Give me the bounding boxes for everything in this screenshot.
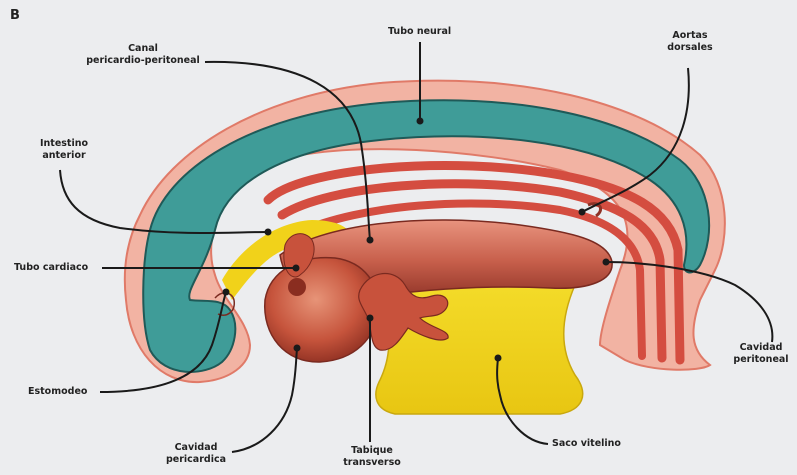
- heart-tube-shape: [265, 258, 378, 362]
- label-aortas-dorsales: Aortas dorsales: [656, 30, 724, 54]
- label-tabique-line1: Tabique: [336, 445, 408, 457]
- label-saco-vitelino-text: Saco vitelino: [552, 438, 621, 450]
- label-tabique-transverso: Tabique transverso: [336, 445, 408, 469]
- label-tubo-neural: Tubo neural: [388, 26, 451, 38]
- label-cav-pericard-line2: pericardica: [160, 454, 232, 466]
- label-aortas-line2: dorsales: [656, 42, 724, 54]
- label-cavidad-pericardica: Cavidad pericardica: [160, 442, 232, 466]
- label-tubo-cardiaco-text: Tubo cardiaco: [14, 262, 88, 274]
- panel-letter: B: [10, 8, 20, 23]
- label-canal-pericardio-peritoneal: Canal pericardio-peritoneal: [78, 43, 208, 67]
- heart-lumen: [288, 278, 306, 296]
- label-canal-line2: pericardio-peritoneal: [78, 55, 208, 67]
- label-intestino-line1: Intestino: [34, 138, 94, 150]
- label-estomodeo: Estomodeo: [28, 386, 87, 398]
- label-tubo-cardiaco: Tubo cardiaco: [14, 262, 88, 274]
- label-cav-periton-line1: Cavidad: [730, 342, 792, 354]
- label-estomodeo-text: Estomodeo: [28, 386, 87, 398]
- label-cav-pericard-line1: Cavidad: [160, 442, 232, 454]
- label-cavidad-peritoneal: Cavidad peritoneal: [730, 342, 792, 366]
- label-aortas-line1: Aortas: [656, 30, 724, 42]
- label-intestino-line2: anterior: [34, 150, 94, 162]
- label-tabique-line2: transverso: [336, 457, 408, 469]
- label-tubo-neural-text: Tubo neural: [388, 26, 451, 38]
- label-cav-periton-line2: peritoneal: [730, 354, 792, 366]
- label-canal-line1: Canal: [78, 43, 208, 55]
- label-intestino-anterior: Intestino anterior: [34, 138, 94, 162]
- label-saco-vitelino: Saco vitelino: [552, 438, 621, 450]
